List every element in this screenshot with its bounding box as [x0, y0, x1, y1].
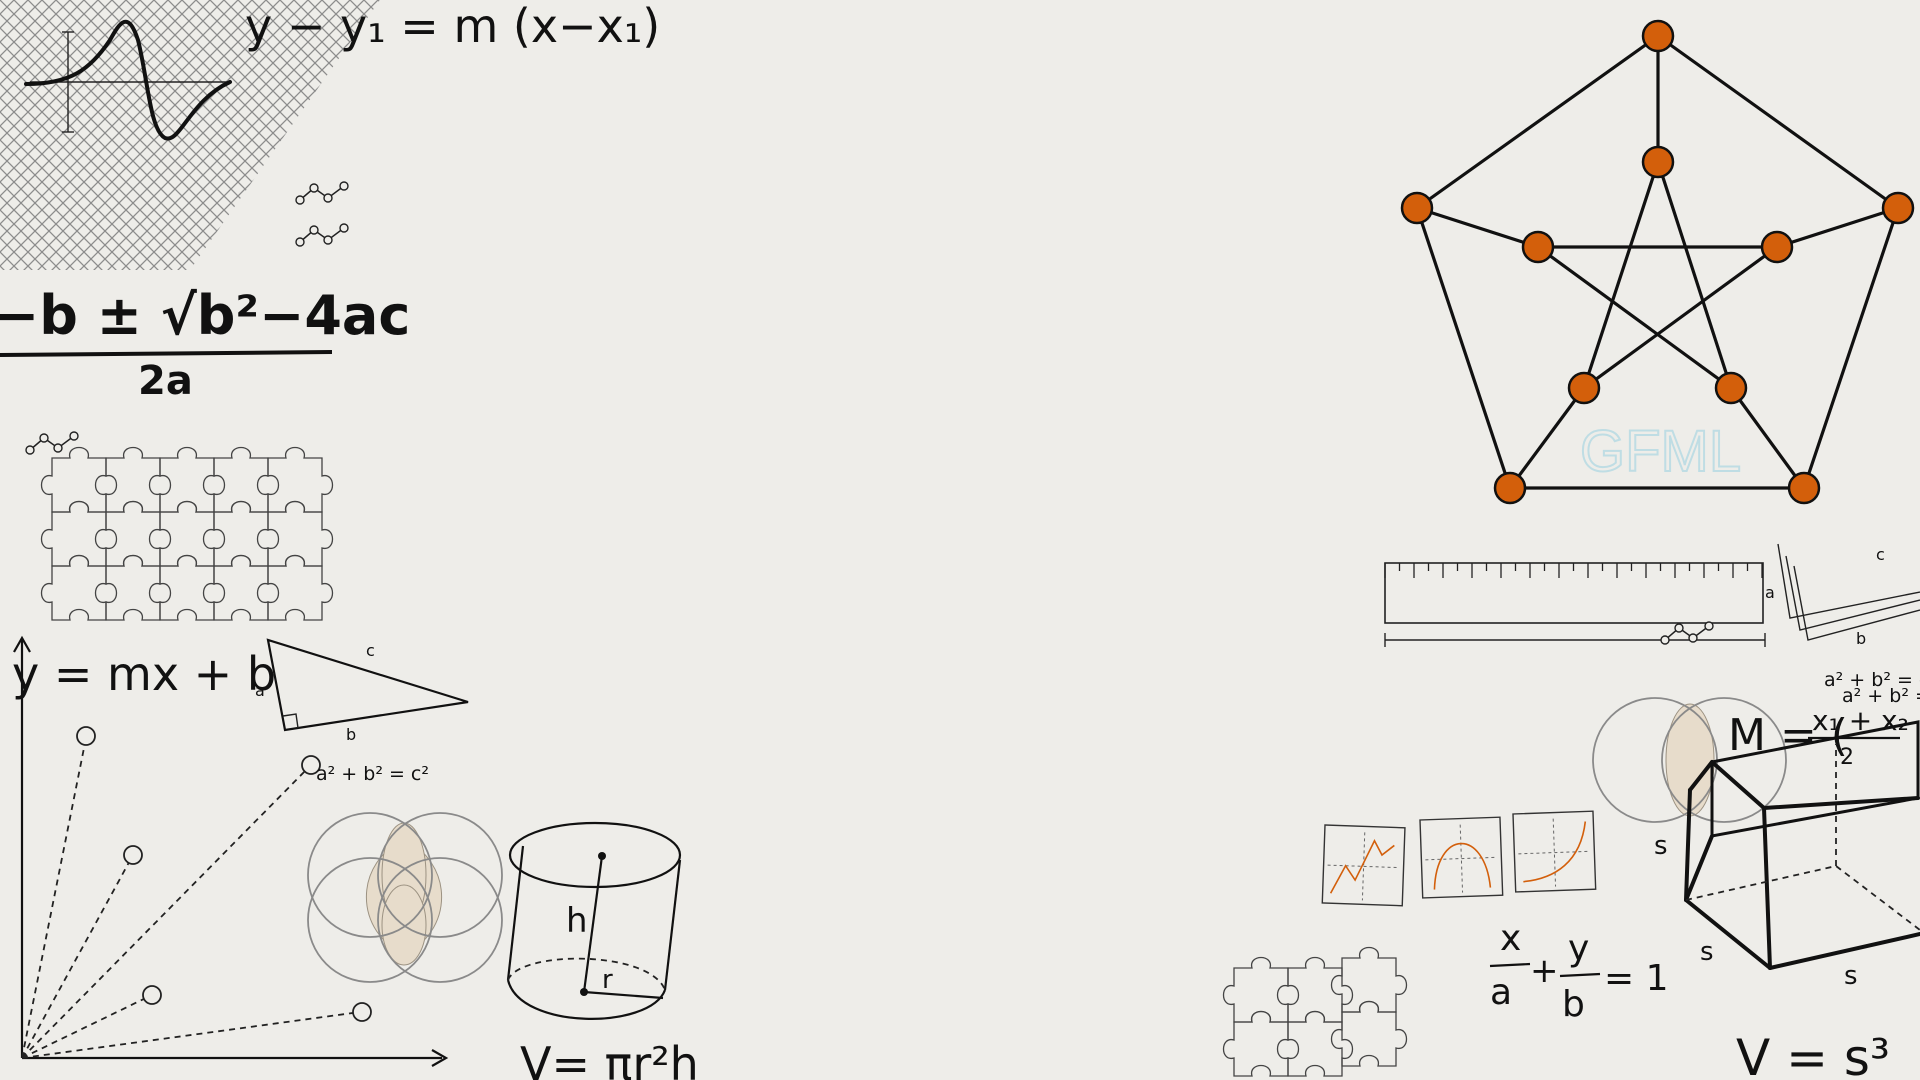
- triangle-icon: a b c: [255, 638, 469, 744]
- triangle-icon: a b c: [1765, 543, 1920, 648]
- zigzag-icon: [295, 223, 349, 247]
- intercept-y: y: [1568, 928, 1589, 969]
- pythagoras-formula: a² + b² = c²: [1842, 685, 1920, 707]
- quadratic-numerator: −b ± √b²−4ac: [0, 284, 410, 347]
- svg-text:+: +: [1530, 951, 1559, 991]
- intercept-x: x: [1500, 918, 1521, 959]
- graph-edge: [1416, 34, 1659, 210]
- graph-edge: [1802, 207, 1900, 489]
- midpoint-numerator: x₁ + x₂: [1812, 704, 1909, 737]
- graph-edge: [1582, 161, 1660, 389]
- svg-text:a: a: [255, 681, 265, 700]
- midpoint-denominator: 2: [1840, 745, 1854, 770]
- svg-text:s: s: [1654, 831, 1668, 861]
- graph-edge: [1537, 245, 1732, 390]
- intercept-b: b: [1562, 984, 1585, 1025]
- mini-chart-icon: [1512, 810, 1597, 893]
- svg-text:c: c: [366, 641, 375, 660]
- midpoint-formula-left: M = (: [1728, 710, 1848, 761]
- zigzag-icon: [295, 181, 349, 205]
- venn-diagram-icon: [307, 812, 503, 983]
- svg-text:r: r: [602, 965, 613, 995]
- graph-edge: [1583, 245, 1778, 390]
- graph-edge: [1657, 34, 1899, 210]
- graph-node: [1760, 230, 1794, 264]
- graph-node: [1567, 371, 1601, 405]
- graph-node: [1714, 371, 1748, 405]
- graph-node: [1787, 471, 1821, 505]
- graph-edge: [1656, 161, 1733, 389]
- svg-text:b: b: [1856, 629, 1866, 648]
- intercept-rest: = 1: [1604, 958, 1669, 999]
- graph-node: [1641, 145, 1675, 179]
- graph-node: [1400, 191, 1434, 225]
- ray-chart: [13, 635, 449, 1067]
- pythagoras-formula: a² + b² = c²: [1824, 669, 1920, 691]
- svg-text:s: s: [1844, 961, 1858, 991]
- graph-node: [1521, 230, 1555, 264]
- mini-chart-icon: [1419, 816, 1504, 899]
- intercept-a: a: [1490, 972, 1512, 1013]
- svg-text:s: s: [1700, 937, 1714, 967]
- puzzle-icon: [1222, 946, 1408, 1077]
- graph-node: [1493, 471, 1527, 505]
- svg-text:h: h: [566, 901, 588, 941]
- slope-intercept-formula: y = mx + b: [12, 647, 276, 701]
- svg-text:c: c: [1876, 545, 1885, 564]
- cube-volume-formula: V = s³: [1736, 1029, 1890, 1080]
- ruler-icon: [1384, 562, 1766, 647]
- graph-node: [1641, 19, 1675, 53]
- graph-edge: [1776, 206, 1899, 249]
- svg-text:b: b: [346, 725, 356, 744]
- svg-text:a: a: [1765, 583, 1775, 602]
- cube-icon: s s s: [1654, 720, 1920, 991]
- graph-edge: [1416, 206, 1539, 249]
- graph-edge: [1508, 387, 1586, 489]
- graph-edge: [1729, 387, 1806, 489]
- petersen-graph-icon: [1400, 19, 1915, 505]
- graph-node: [1881, 191, 1915, 225]
- cylinder-icon: h r: [506, 821, 682, 1020]
- graph-edge: [1415, 207, 1512, 489]
- cylinder-volume-formula: V= πr²h: [520, 1037, 699, 1080]
- puzzle-icon: [40, 446, 334, 621]
- fraction-bar: [0, 350, 333, 357]
- zigzag-icon: [25, 431, 79, 455]
- watermark-logo: GFML: [1580, 419, 1741, 484]
- quadratic-denominator: 2a: [138, 358, 193, 404]
- mini-chart-icon: [1321, 824, 1406, 907]
- pythagoras-formula: a² + b² = c²: [316, 763, 429, 785]
- point-slope-formula: y − y₁ = m (x−x₁): [245, 0, 660, 53]
- wave-chart-icon: [24, 19, 232, 141]
